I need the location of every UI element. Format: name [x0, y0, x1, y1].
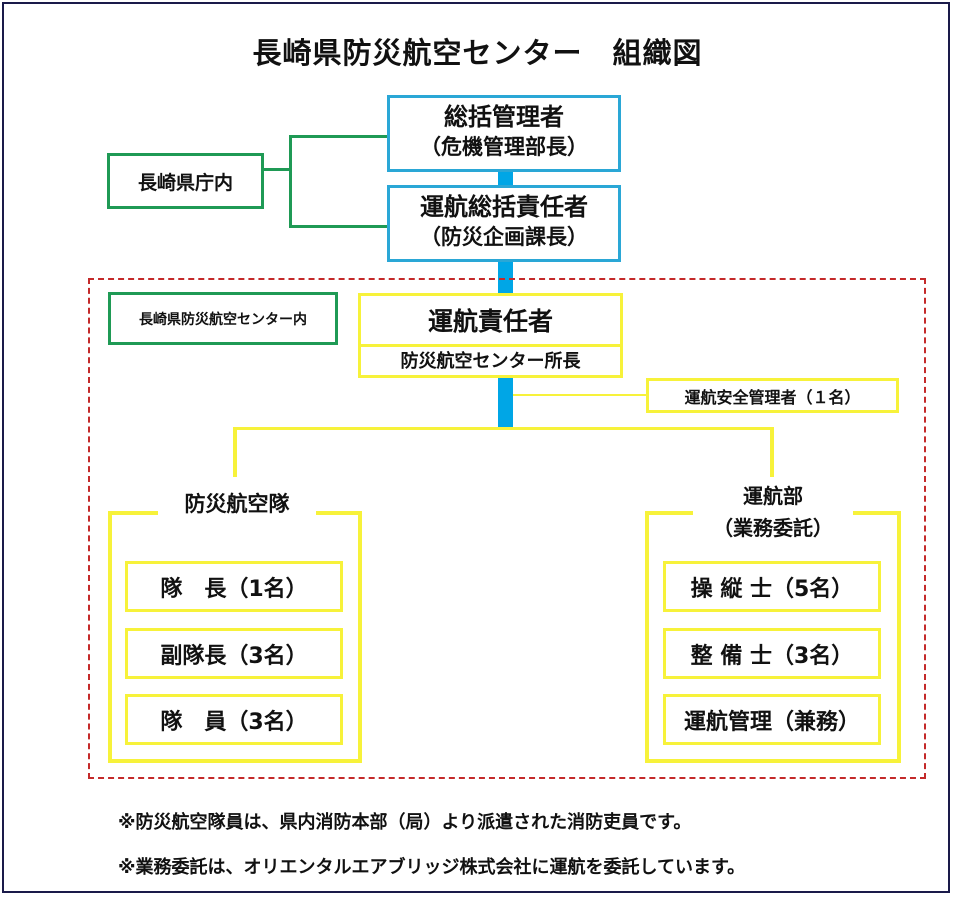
ops-member-2: 整 備 士（3名）	[663, 628, 881, 679]
operations-dept-group	[645, 511, 901, 763]
diagram-title: 長崎県防災航空センター 組織図	[252, 36, 703, 70]
safety-connector	[513, 394, 648, 396]
general-manager-title: 総括管理者	[444, 103, 564, 131]
center-label-text: 長崎県防災航空センター内	[139, 311, 307, 328]
prefecture-connector-bottom	[289, 225, 389, 228]
branch-connector-right	[770, 427, 774, 477]
operations-dept-name: 運航部	[743, 484, 803, 508]
corps-member-1: 隊 長（1名）	[125, 561, 343, 612]
corps-member-2: 副隊長（3名）	[125, 628, 343, 679]
operations-dept-top-right	[853, 511, 901, 515]
ops-member-3: 運航管理（兼務）	[663, 694, 881, 745]
note-2: ※業務委託は、オリエンタルエアブリッジ株式会社に運航を委託しています。	[118, 857, 746, 878]
operations-general-manager-box: 運航総括責任者 （防災企画課長）	[387, 185, 621, 262]
operations-dept-subtitle: （業務委託）	[713, 516, 833, 540]
center-label: 長崎県防災航空センター内	[108, 292, 338, 345]
aviation-corps-title: 防災航空隊	[184, 492, 290, 516]
safety-manager-box: 運航安全管理者（１名）	[646, 378, 899, 413]
safety-manager-text: 運航安全管理者（１名）	[684, 387, 861, 407]
corps-member-text: 副隊長（3名）	[160, 643, 308, 669]
operations-general-manager-position: （防災企画課長）	[420, 225, 588, 249]
branch-connector-h	[233, 427, 773, 430]
operations-manager-box: 運航責任者 防災航空センター所長	[358, 293, 623, 378]
prefecture-connector-top	[289, 135, 389, 138]
corps-member-text: 隊 長（1名）	[160, 576, 308, 602]
general-manager-position: （危機管理部長）	[420, 135, 588, 159]
prefecture-connector-h	[262, 168, 290, 171]
aviation-corps-top-right	[316, 511, 362, 515]
prefecture-office-text: 長崎県庁内	[137, 171, 233, 194]
operations-manager-title: 運航責任者	[361, 296, 620, 347]
branch-connector-left	[233, 427, 237, 477]
corps-member-3: 隊 員（3名）	[125, 694, 343, 745]
operations-dept-top-left	[645, 511, 693, 515]
ops-member-text: 操 縦 士（5名）	[690, 576, 854, 602]
note-1: ※防災航空隊員は、県内消防本部（局）より派遣された消防吏員です。	[118, 812, 692, 833]
prefecture-office-label: 長崎県庁内	[107, 153, 264, 209]
prefecture-connector-v	[289, 135, 292, 227]
operations-general-manager-title: 運航総括責任者	[420, 193, 588, 221]
ops-member-1: 操 縦 士（5名）	[663, 561, 881, 612]
operations-dept-title: 運航部 （業務委託）	[693, 480, 853, 544]
operations-manager-position: 防災航空センター所長	[400, 351, 581, 372]
ops-member-text: 整 備 士（3名）	[690, 643, 854, 669]
ops-member-text: 運航管理（兼務）	[683, 709, 860, 735]
aviation-corps-top-left	[108, 511, 158, 515]
general-manager-box: 総括管理者 （危機管理部長）	[387, 95, 621, 172]
center-region	[88, 278, 926, 779]
corps-member-text: 隊 員（3名）	[160, 709, 308, 735]
aviation-corps-group	[108, 511, 362, 763]
